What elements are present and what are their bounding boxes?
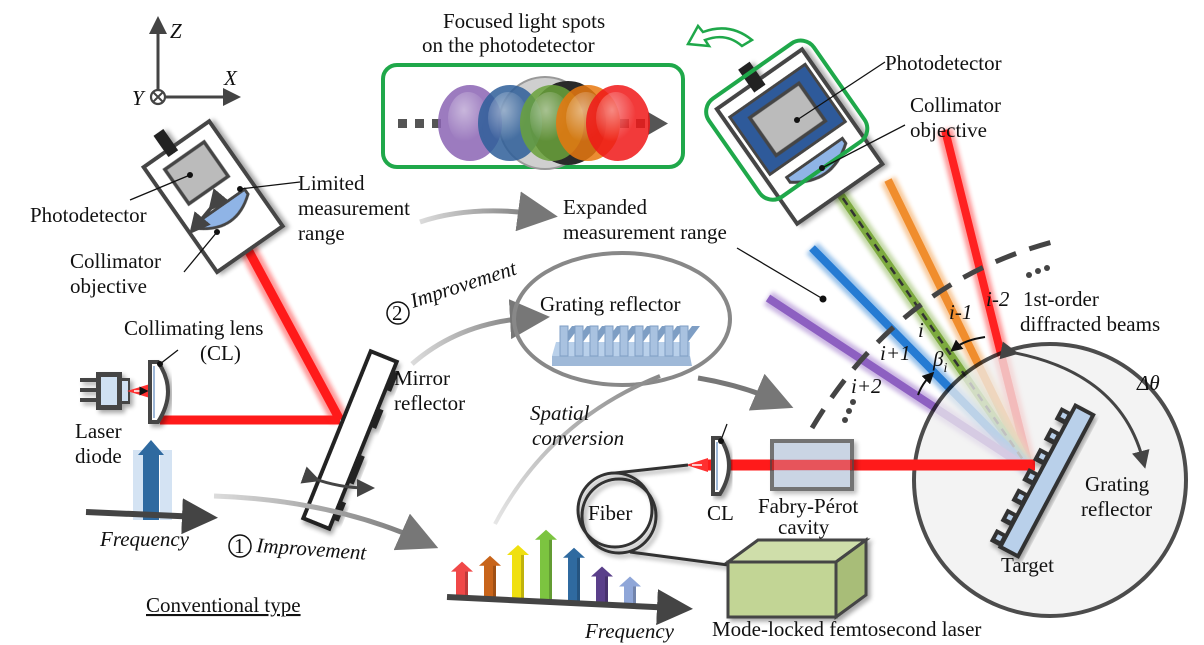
conventional-type-title: Conventional type <box>146 593 301 617</box>
expanded-range-arc <box>809 237 1061 430</box>
limited-range-arrow <box>189 188 230 235</box>
laser-diode-label-1: Laser <box>75 419 122 443</box>
improvement-1-number-badge <box>228 534 252 558</box>
light-spot-5 <box>586 85 650 161</box>
proposed-photodetector-label: Photodetector <box>885 51 1002 75</box>
spatial-conversion-label-1: Spatial <box>530 401 590 425</box>
spatial-conversion-line <box>493 374 661 525</box>
femtosecond-laser-label: Mode-locked femtosecond laser <box>712 617 981 641</box>
grating-reflector-label-1: Grating <box>1085 472 1150 496</box>
comb-frequency-label: Frequency <box>584 619 675 643</box>
order-label-i-minus-1: i-1 <box>949 300 972 324</box>
improvement-2-number-badge <box>386 301 410 325</box>
proposed-collimator-label-1: Collimator <box>910 93 1001 117</box>
limited-range-label-2: measurement <box>298 196 410 220</box>
comb-line-6 <box>591 566 613 603</box>
order-label-i: i <box>918 318 924 342</box>
mirror-label-2: reflector <box>394 391 465 415</box>
grating-3d-icon <box>552 325 700 366</box>
grating-reflector-inset-label: Grating reflector <box>540 292 681 316</box>
beams-label-2: diffracted beams <box>1020 312 1160 336</box>
beams-label-1: 1st-order <box>1023 287 1099 311</box>
proposed-collimating-lens <box>711 436 731 496</box>
coordinate-axes: Z X Y <box>132 16 241 110</box>
mirror-rotation-arrow <box>300 466 375 497</box>
collimating-lens-label-2: (CL) <box>200 341 241 365</box>
z-axis-label: Z <box>170 19 182 43</box>
proposed-photodetector-module <box>714 46 886 227</box>
fabry-perot-label-1: Fabry-Pérot <box>758 494 858 518</box>
frequency-comb <box>451 529 641 605</box>
frequency-label: Frequency <box>99 527 190 551</box>
order-label-i-plus-2: i+2 <box>851 374 882 398</box>
comb-frequency-axis <box>446 589 693 626</box>
limited-range-label-1: Limited <box>298 171 365 195</box>
limited-range-label-3: range <box>298 221 345 245</box>
conventional-photodetector-module <box>140 118 286 275</box>
expanded-range-label-2: measurement range <box>563 220 727 244</box>
proposed-photodetector-sensor <box>747 80 828 158</box>
spots-title-2: on the photodetector <box>422 33 595 57</box>
improvement-1-arrow <box>213 493 439 551</box>
comb-line-2 <box>479 555 501 598</box>
delta-theta-rotation-arrow <box>999 341 1150 469</box>
beta-symbol: βi <box>932 347 947 376</box>
comb-line-5 <box>563 547 585 602</box>
y-axis-label: Y <box>132 86 146 110</box>
order-label-i-plus-1: i+1 <box>880 341 911 365</box>
proposed-collimator-label-2: objective <box>910 118 987 142</box>
svg-text:1: 1 <box>234 534 245 558</box>
collimator-label-2: objective <box>70 274 147 298</box>
comb-line-3 <box>507 544 529 599</box>
beta-angle-arrow-top <box>950 336 986 352</box>
improvement-2-label: Improvement <box>406 256 520 313</box>
focused-spots-inset: Focused light spots on the photodetector <box>381 9 685 170</box>
laser-diode <box>80 372 130 410</box>
laser-diode-spectrum: Frequency <box>85 440 218 551</box>
expanded-range-label-1: Expanded <box>563 195 647 219</box>
order-label-i-minus-2: i-2 <box>986 287 1010 311</box>
delta-theta-label: Δθ <box>1136 371 1160 395</box>
grating-reflector-label-2: reflector <box>1081 497 1152 521</box>
frequency-axis <box>85 498 218 535</box>
femtosecond-laser-box <box>723 537 871 620</box>
spots-title-1: Focused light spots <box>443 9 605 33</box>
comb-line-4 <box>535 529 557 601</box>
grating-reflector-inset: Grating reflector <box>512 251 794 411</box>
detector-rotation-arrow-icon <box>685 23 755 48</box>
photodetector-label: Photodetector <box>30 203 147 227</box>
collimating-lens-label-1: Collimating lens <box>124 316 263 340</box>
diffraction-order-labels: i-2 i-1 i i+1 i+2 <box>851 287 1010 398</box>
laser-diode-label-2: diode <box>75 444 122 468</box>
conventional-labels: Photodetector Limited measurement range … <box>30 171 410 298</box>
single-frequency-arrow-icon <box>138 440 164 520</box>
proposed-cl-label: CL <box>707 501 734 525</box>
ellipsis-dots <box>842 265 1050 423</box>
improvement-2-arrow <box>410 299 550 366</box>
spots-direction-arrow-icon <box>648 112 668 135</box>
beta-angle-arrow-bottom <box>917 371 935 396</box>
collimator-label-1: Collimator <box>70 249 161 273</box>
comb-line-1 <box>451 561 473 596</box>
fiber-label: Fiber <box>588 501 632 525</box>
spatial-conversion-label-2: conversion <box>532 426 624 450</box>
range-expansion-arrow <box>419 191 558 232</box>
conventional-laser-beams <box>160 215 348 429</box>
optical-fiber-coil <box>576 463 729 567</box>
target-label: Target <box>1001 553 1054 577</box>
fabry-perot-label-2: cavity <box>778 515 830 539</box>
comb-line-7 <box>619 576 641 605</box>
grating-to-setup-arrow <box>697 373 794 411</box>
x-axis-label: X <box>223 66 238 90</box>
mirror-label-1: Mirror <box>394 366 450 390</box>
light-spots <box>438 85 650 161</box>
grating-reflector-target <box>989 402 1096 559</box>
improvement-1-label: Improvement <box>255 533 369 565</box>
svg-text:2: 2 <box>392 301 403 325</box>
